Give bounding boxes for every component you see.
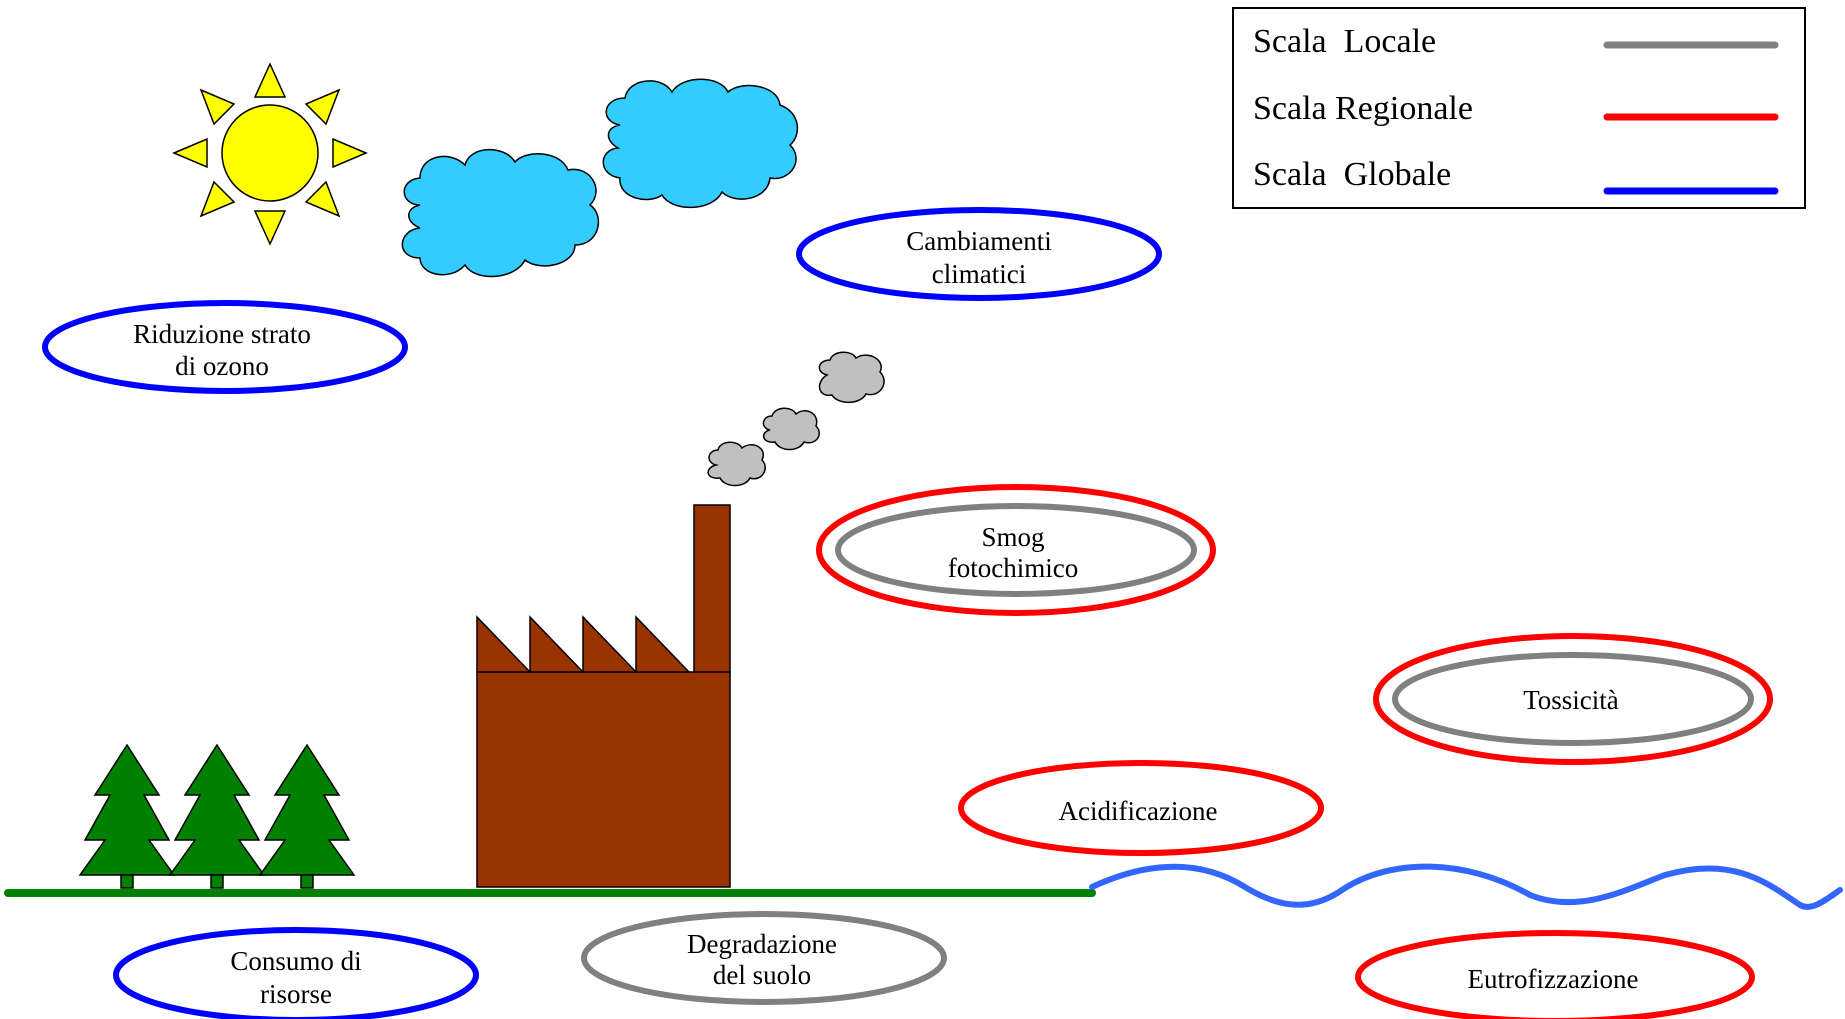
impact-label: fotochimico: [948, 553, 1078, 583]
legend-label-regionale: Scala Regionale: [1253, 90, 1473, 127]
impact-smog-fotochimico: Smog fotochimico: [816, 484, 1216, 616]
impact-acidificazione: Acidificazione: [958, 760, 1324, 856]
factory-icon: [476, 504, 731, 888]
legend-label-locale: Scala Locale: [1253, 23, 1436, 60]
smoke-icon: [707, 351, 885, 487]
legend-label-globale: Scala Globale: [1253, 156, 1451, 193]
impact-label: Cambiamenti: [906, 226, 1051, 256]
cloud-icon: [401, 148, 600, 278]
water-wave: [1089, 863, 1843, 910]
impact-label: di ozono: [175, 351, 269, 381]
impact-label: del suolo: [713, 960, 811, 990]
impact-riduzione-ozono: Riduzione strato di ozono: [42, 300, 408, 394]
impact-label: Riduzione strato: [133, 319, 311, 349]
impact-eutrofizzazione: Eutrofizzazione: [1355, 930, 1755, 1019]
impact-consumo-risorse: Consumo di risorse: [113, 927, 479, 1019]
legend-box: [1232, 7, 1806, 209]
impact-cambiamenti-climatici: Cambiamenti climatici: [796, 207, 1162, 301]
impact-degradazione-suolo: Degradazione del suolo: [581, 911, 947, 1005]
impact-label: risorse: [260, 979, 332, 1009]
legend: Scala Locale Scala Regionale Scala Globa…: [1232, 7, 1806, 209]
sun-icon: [172, 62, 368, 246]
impact-label: Acidificazione: [1059, 796, 1218, 826]
tree-icon: [258, 743, 356, 889]
impact-tossicita: Tossicità: [1373, 633, 1773, 765]
tree-icon: [168, 743, 266, 889]
impact-label: Consumo di: [230, 946, 361, 976]
impact-label: Eutrofizzazione: [1468, 964, 1639, 994]
impact-label: Degradazione: [687, 929, 837, 959]
tree-icon: [78, 743, 176, 889]
impact-label: Smog: [981, 522, 1044, 552]
cloud-icon: [602, 78, 799, 209]
impact-label: climatici: [932, 259, 1026, 289]
impact-label: Tossicità: [1523, 685, 1619, 715]
